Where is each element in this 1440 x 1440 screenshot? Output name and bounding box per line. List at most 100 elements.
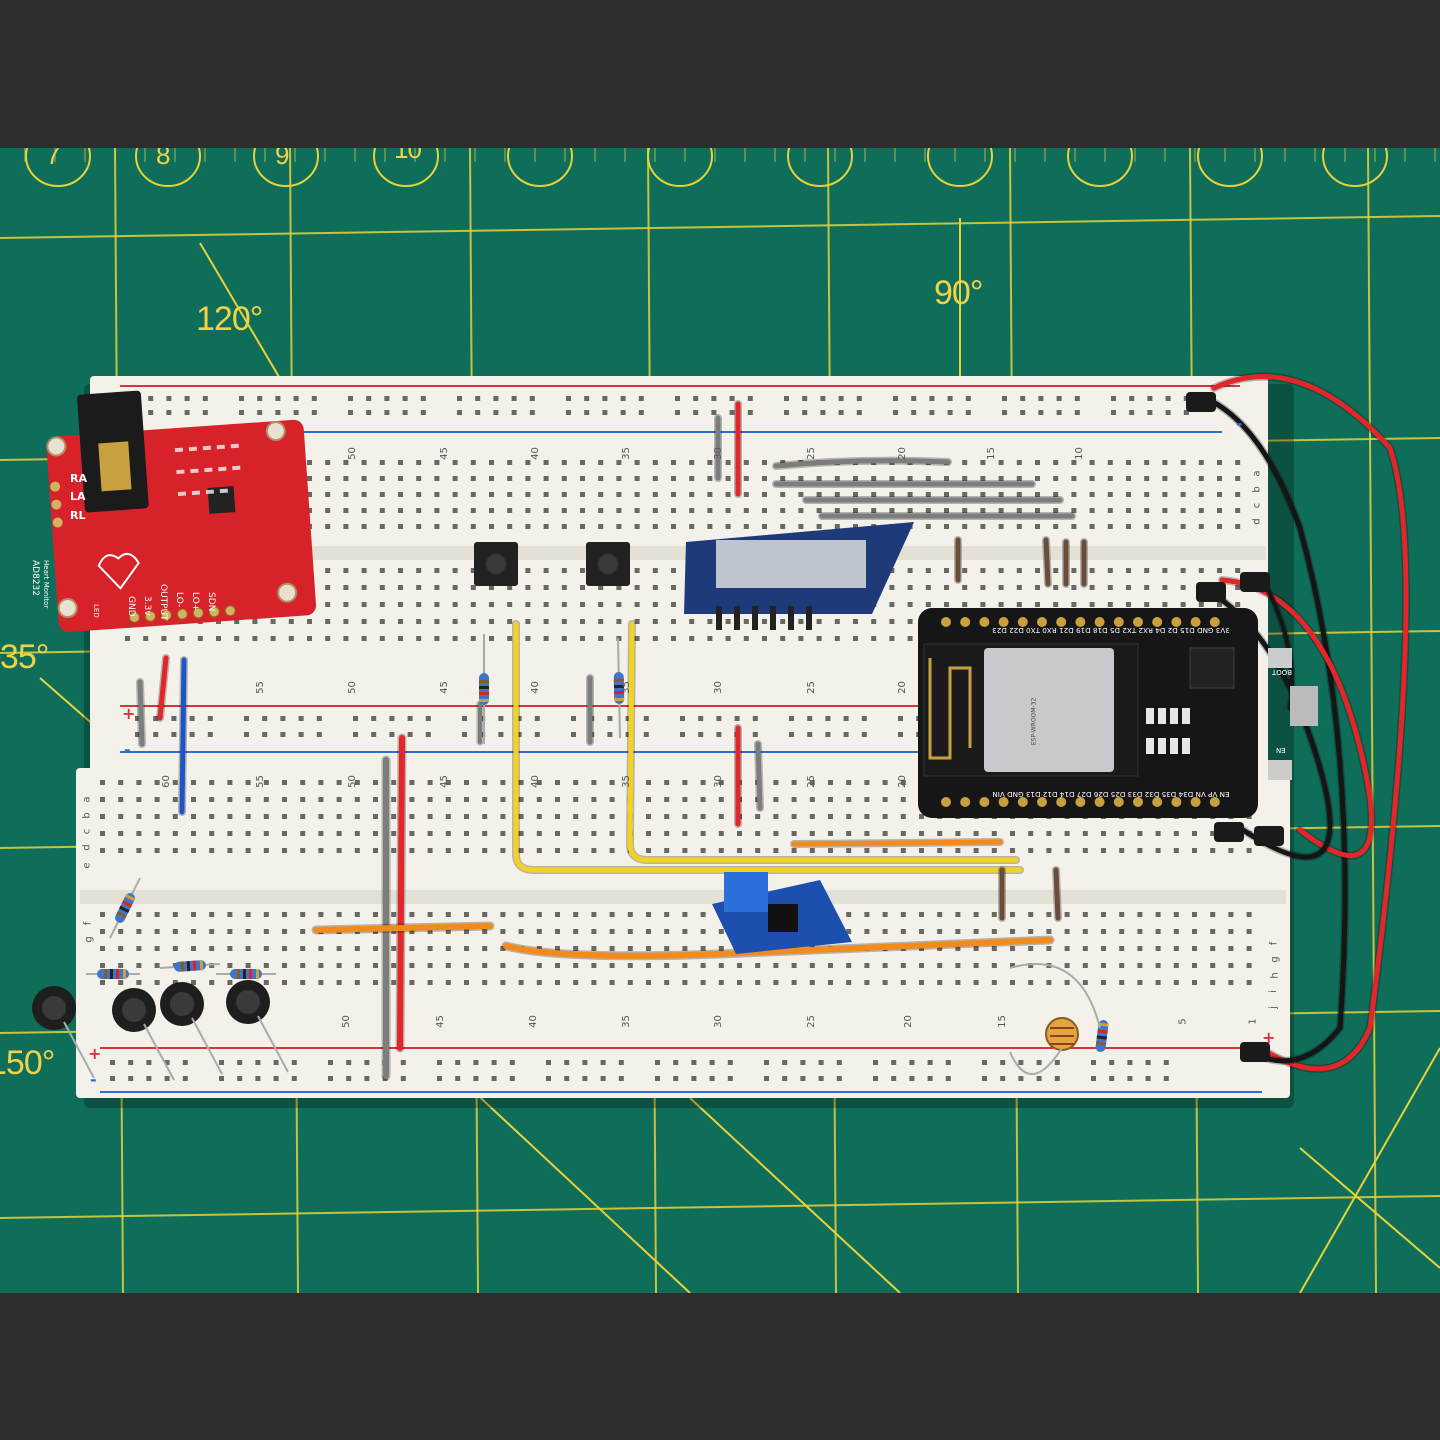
hole <box>373 780 378 785</box>
mat-circle <box>927 148 993 187</box>
hole <box>598 585 604 590</box>
hole <box>1101 848 1106 853</box>
hole <box>889 568 895 573</box>
hole <box>184 396 190 401</box>
hole <box>816 636 822 641</box>
hole <box>807 732 813 737</box>
hole <box>154 963 160 968</box>
hole <box>361 508 367 513</box>
hole <box>143 636 149 641</box>
hole <box>409 814 415 819</box>
hole <box>856 396 862 401</box>
hole <box>227 929 233 934</box>
hole <box>1235 460 1241 465</box>
hole <box>100 912 105 917</box>
hole <box>634 492 640 497</box>
hole <box>925 492 931 497</box>
sd-card-slot <box>716 540 866 588</box>
hole <box>919 831 924 836</box>
hole <box>148 410 154 415</box>
hole <box>172 848 178 853</box>
hole <box>652 585 658 590</box>
esp32-pin <box>1017 797 1028 807</box>
hole <box>209 780 215 785</box>
hole <box>1217 524 1222 529</box>
hole <box>343 585 349 590</box>
hole <box>929 396 935 401</box>
hole <box>536 980 542 985</box>
hole <box>925 568 931 573</box>
hole <box>762 460 767 465</box>
ad8232-electrode-ra: RA <box>70 472 87 485</box>
hole <box>836 1060 842 1065</box>
hole <box>698 732 704 737</box>
col-num: 5 <box>1177 1018 1189 1025</box>
hole <box>1053 492 1059 497</box>
hole <box>489 508 494 513</box>
hole <box>700 912 706 917</box>
col-num: 25 <box>805 447 817 460</box>
hole <box>652 602 658 607</box>
hole <box>1228 946 1234 951</box>
hole <box>1155 912 1161 917</box>
hole <box>1035 492 1040 497</box>
hole <box>434 568 440 573</box>
hole <box>691 1076 697 1081</box>
mat-circle <box>135 148 201 187</box>
hole <box>536 814 542 819</box>
hole <box>325 619 331 624</box>
hole <box>166 396 172 401</box>
hole <box>652 619 658 624</box>
hole <box>598 602 604 607</box>
hole <box>361 619 367 624</box>
hole <box>534 716 540 721</box>
hole <box>671 568 676 573</box>
hole <box>529 410 535 415</box>
mount-hole <box>46 436 67 457</box>
hole <box>846 831 852 836</box>
hole <box>452 636 458 641</box>
hole <box>919 929 924 934</box>
hole <box>216 636 221 641</box>
hole <box>727 1060 733 1065</box>
hole <box>1071 602 1077 607</box>
capacitor-lead <box>143 1023 175 1081</box>
hole <box>991 912 997 917</box>
mat-circle <box>647 148 713 187</box>
hole <box>707 460 713 465</box>
col-num: 20 <box>896 775 908 788</box>
hole <box>1053 460 1059 465</box>
hole <box>1028 912 1034 917</box>
hole <box>118 780 124 785</box>
hole <box>773 797 779 802</box>
hole <box>925 476 931 481</box>
photoresistor-lead <box>1009 963 1101 1075</box>
resistor-band <box>479 686 489 689</box>
hole <box>1035 524 1040 529</box>
hole <box>153 732 159 737</box>
hole <box>118 963 124 968</box>
hole <box>427 848 433 853</box>
hole <box>1163 1076 1169 1081</box>
hole <box>480 716 486 721</box>
hole <box>482 797 488 802</box>
hole <box>909 1060 915 1065</box>
hole <box>263 831 269 836</box>
hole <box>800 1060 806 1065</box>
hole <box>671 602 676 607</box>
hole <box>1053 508 1059 513</box>
hole <box>693 410 699 415</box>
hole <box>300 929 306 934</box>
hole <box>1235 602 1241 607</box>
cutting-mat <box>0 148 1440 1293</box>
hole <box>973 831 979 836</box>
hole <box>889 636 895 641</box>
hole <box>816 508 822 513</box>
hole <box>561 568 567 573</box>
hole <box>475 410 481 415</box>
hole <box>398 492 403 497</box>
hole <box>1111 396 1116 401</box>
hole <box>373 980 378 985</box>
hole <box>307 460 312 465</box>
hole <box>489 585 494 590</box>
